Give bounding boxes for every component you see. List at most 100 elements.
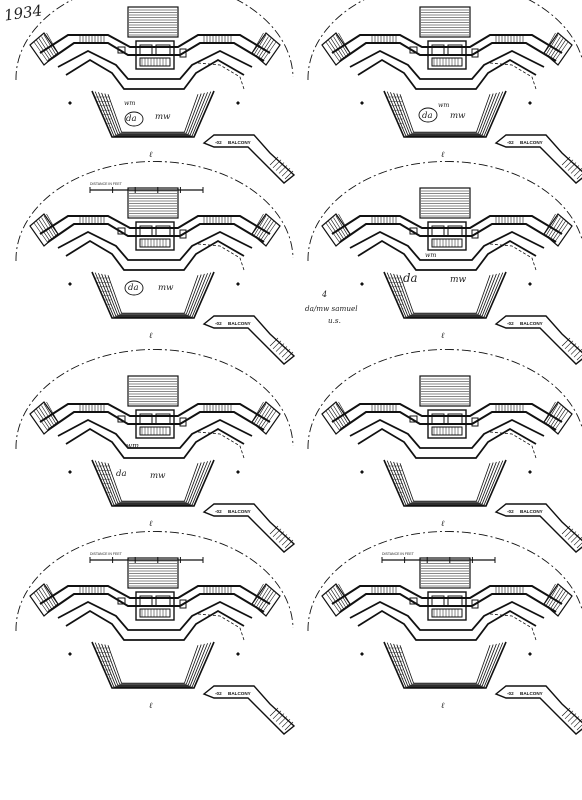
stage-house [419, 187, 471, 219]
stage-house [419, 6, 471, 38]
central-block [117, 591, 187, 621]
room-label: BALCONY [228, 691, 251, 696]
lower-seating [91, 459, 215, 507]
stair-tower-right [543, 583, 573, 617]
central-block [117, 40, 187, 70]
balcony-key: -02 BALCONY [202, 503, 296, 553]
marker-diamond [236, 652, 240, 656]
stair-tower-left [29, 583, 59, 617]
handwritten-note: da [422, 111, 433, 121]
stage-house [127, 375, 179, 407]
handwritten-note: wm [425, 252, 436, 259]
stair-tower-right [251, 213, 281, 247]
stair-tower-right [543, 401, 573, 435]
stair-tower-left [29, 401, 59, 435]
marker-diamond [528, 101, 532, 105]
handwritten-note: u.s. [328, 316, 341, 325]
level-label: -02 [507, 321, 514, 326]
stair-tower-left [321, 32, 351, 66]
lower-seating [91, 90, 215, 138]
centerline-mark: ℓ [441, 331, 445, 340]
centerline-mark: ℓ [149, 331, 153, 340]
level-label: -02 [215, 321, 222, 326]
boundary-arc [307, 531, 582, 632]
stair-tower-left [321, 583, 351, 617]
central-block [409, 221, 479, 251]
marker-diamond [360, 470, 364, 474]
marker-diamond [68, 470, 72, 474]
handwritten-note: wm [438, 102, 449, 109]
handwritten-note: wm [126, 441, 139, 450]
upper-tier [39, 403, 271, 431]
stair-tower-left [321, 213, 351, 247]
central-block [409, 40, 479, 70]
stage-house [419, 375, 471, 407]
lower-seating [383, 459, 507, 507]
stair-tower-right [251, 401, 281, 435]
upper-tier [331, 215, 563, 243]
stage-house [127, 6, 179, 38]
handwritten-note: da [128, 283, 139, 293]
middle-tier [57, 49, 253, 90]
lower-seating [383, 641, 507, 689]
marker-diamond [236, 470, 240, 474]
handwritten-note: da/mw samuel [305, 304, 358, 313]
stair-tower-right [251, 32, 281, 66]
level-label: -02 [215, 509, 222, 514]
scale-label: DISTANCE IN FEET [90, 552, 123, 556]
scale-bar: DISTANCE IN FEET [89, 552, 204, 563]
central-block [117, 409, 187, 439]
marker-diamond [236, 282, 240, 286]
handwritten-note: da [126, 114, 137, 124]
stair-tower-left [29, 32, 59, 66]
room-label: BALCONY [228, 140, 251, 145]
middle-tier [57, 600, 253, 641]
centerline-mark: ℓ [441, 519, 445, 528]
stair-tower-right [251, 583, 281, 617]
upper-tier [39, 585, 271, 613]
balcony-key: -02 BALCONY [494, 315, 582, 365]
central-block [117, 221, 187, 251]
middle-tier [57, 230, 253, 271]
central-block [409, 591, 479, 621]
level-label: -02 [507, 509, 514, 514]
room-label: BALCONY [228, 509, 251, 514]
centerline-mark: ℓ [149, 519, 153, 528]
room-label: BALCONY [520, 140, 543, 145]
stair-tower-left [29, 213, 59, 247]
upper-tier [331, 403, 563, 431]
boundary-arc [307, 0, 582, 81]
circled-note [124, 111, 144, 127]
lower-seating [91, 641, 215, 689]
theatre-plan: ℓ -02 BALCONY wm da mw [15, 349, 296, 553]
marker-diamond [68, 101, 72, 105]
circled-note [124, 280, 144, 296]
middle-tier [349, 49, 545, 90]
handwritten-note: mw [150, 471, 166, 481]
marker-diamond [528, 652, 532, 656]
stair-tower-right [543, 213, 573, 247]
stair-tower-right [543, 32, 573, 66]
scale-label: DISTANCE IN FEET [382, 552, 415, 556]
stage-house [419, 557, 471, 589]
marker-diamond [236, 101, 240, 105]
stage-house [127, 557, 179, 589]
boundary-arc [15, 0, 294, 81]
room-label: BALCONY [520, 691, 543, 696]
marker-diamond [68, 282, 72, 286]
boundary-arc [15, 349, 294, 450]
handwritten-note: da [403, 271, 417, 285]
upper-tier [331, 585, 563, 613]
middle-tier [349, 230, 545, 271]
handwritten-note: da [116, 469, 127, 479]
handwritten-note: mw [155, 112, 171, 122]
boundary-arc [15, 161, 294, 262]
room-label: BALCONY [520, 321, 543, 326]
